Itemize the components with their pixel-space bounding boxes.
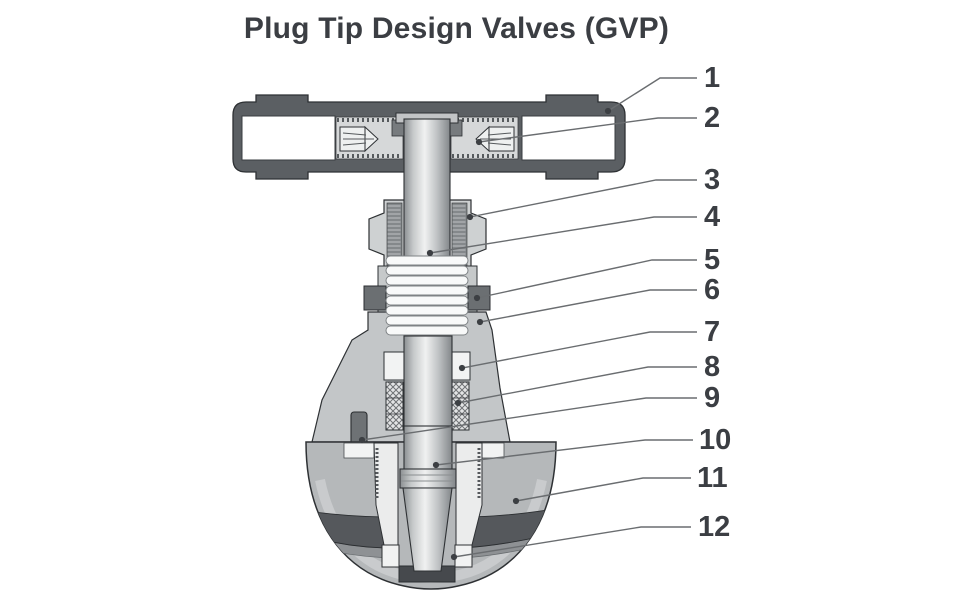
- leader-line-11: [515, 477, 691, 502]
- leader-dot-2: [475, 138, 483, 146]
- plug-tip: [399, 425, 457, 572]
- leader-line-3: [469, 179, 697, 218]
- seat: [373, 442, 483, 583]
- handle-bore-left: [241, 115, 336, 161]
- leader-dots: [358, 107, 612, 561]
- callout-label-3: 3: [704, 164, 721, 196]
- leader-dot-3: [466, 213, 474, 221]
- callout-label-11: 11: [697, 462, 728, 494]
- callout-label-10: 10: [699, 424, 732, 456]
- leader-dot-11: [512, 497, 520, 505]
- callout-label-7: 7: [704, 316, 721, 348]
- set-screw-left: [339, 125, 379, 153]
- callout-label-1: 1: [704, 62, 721, 94]
- leader-line-4: [429, 216, 697, 254]
- leader-dot-6: [476, 318, 484, 326]
- leader-line-8: [457, 366, 697, 404]
- leader-dot-12: [450, 553, 458, 561]
- stem-upper: [391, 112, 463, 261]
- callout-label-8: 8: [704, 351, 721, 383]
- stem-mid: [403, 335, 453, 433]
- leader-line-12: [453, 526, 691, 558]
- knurl-threads: [337, 118, 517, 158]
- body-gap-left: [343, 442, 375, 459]
- leader-dot-9: [358, 436, 366, 444]
- leader-dot-10: [432, 461, 440, 469]
- leader-line-2: [478, 117, 697, 143]
- handle-bore-right: [521, 115, 616, 161]
- leader-dot-4: [426, 249, 434, 257]
- callout-label-5: 5: [704, 244, 721, 276]
- leader-dot-5: [473, 294, 481, 302]
- leader-line-1: [607, 77, 697, 112]
- callout-label-4: 4: [704, 201, 721, 233]
- packing-rings: [385, 381, 470, 431]
- leader-line-6: [479, 289, 697, 323]
- leader-dot-8: [454, 399, 462, 407]
- leader-dot-1: [604, 107, 612, 115]
- callout-label-6: 6: [704, 274, 721, 306]
- leader-line-5: [476, 259, 697, 299]
- stem-thread-spring: [385, 255, 469, 336]
- figure-title: Plug Tip Design Valves (GVP): [243, 12, 670, 45]
- callout-label-12: 12: [698, 511, 731, 543]
- callout-label-9: 9: [704, 382, 721, 414]
- leader-line-10: [435, 439, 693, 466]
- leader-line-9: [361, 397, 697, 441]
- leader-dot-7: [458, 364, 466, 372]
- callout-label-2: 2: [704, 102, 721, 134]
- leader-lines: [361, 77, 697, 558]
- leader-line-7: [461, 331, 697, 369]
